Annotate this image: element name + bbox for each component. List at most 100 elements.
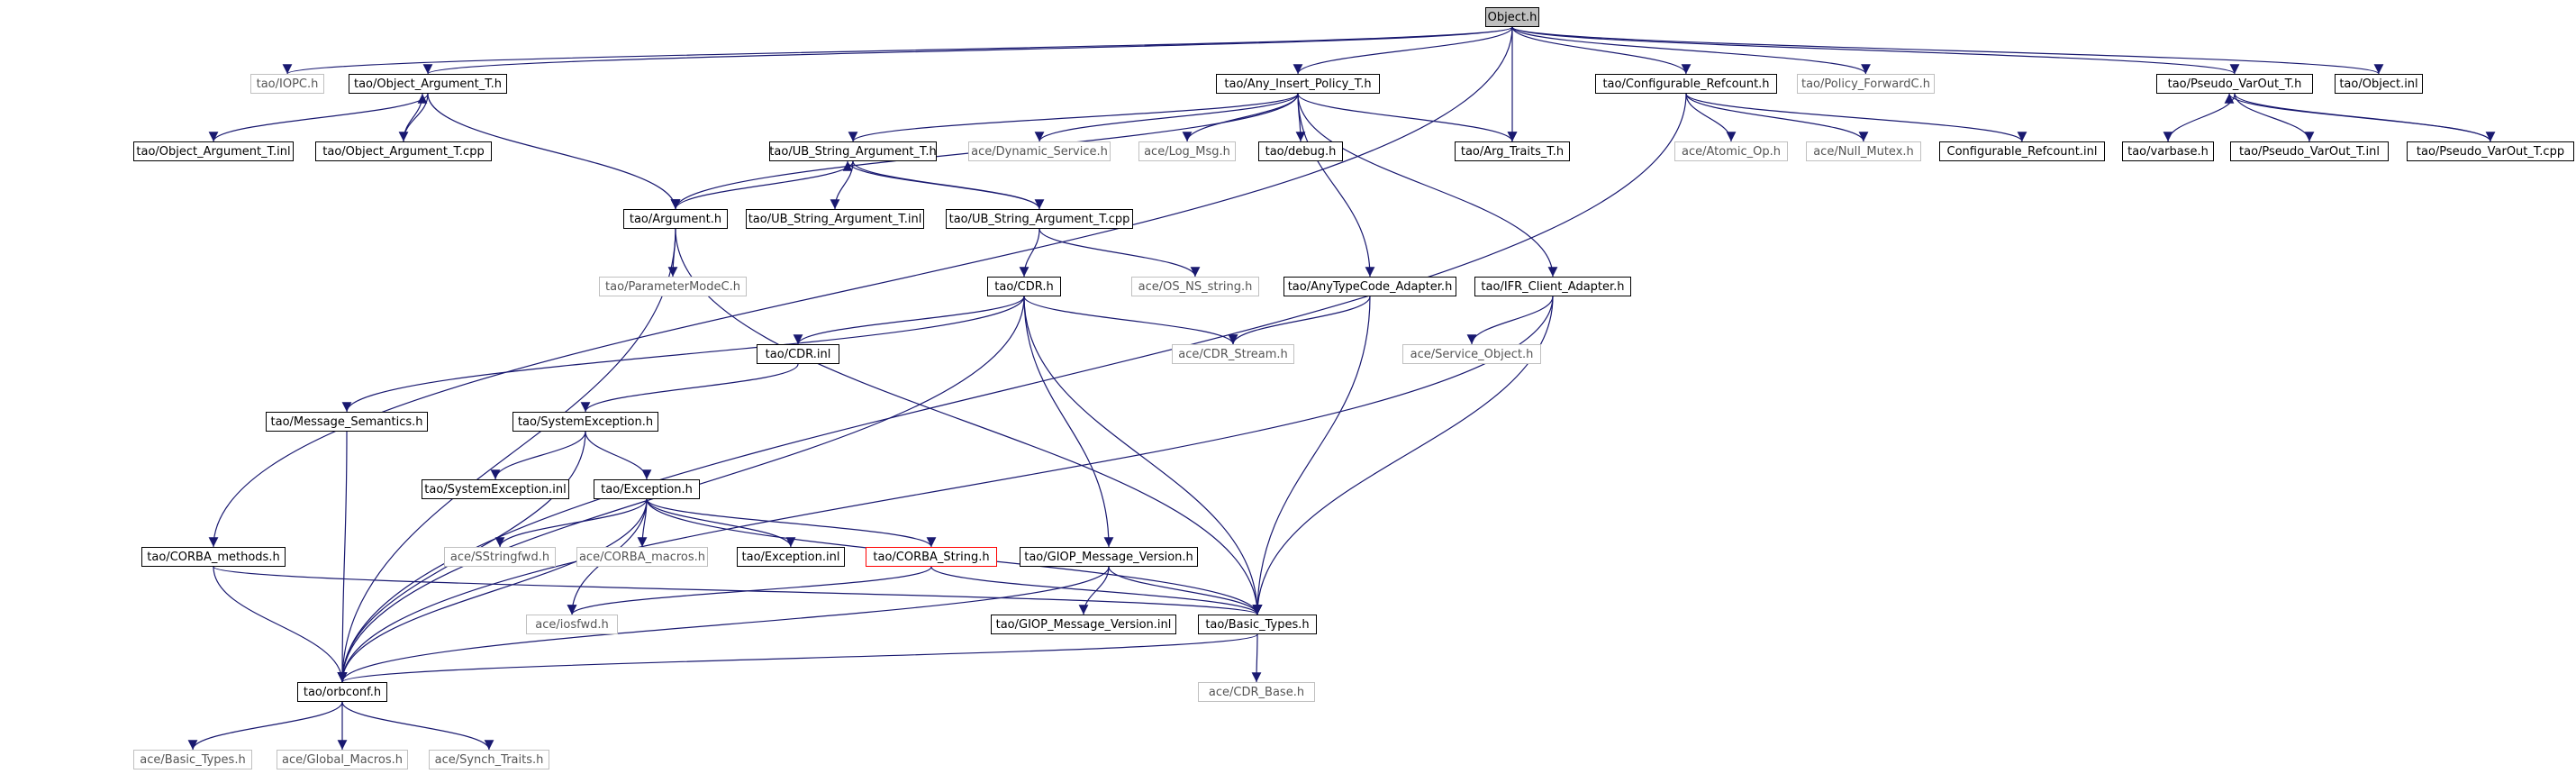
node-orbconf-h[interactable]: tao/orbconf.h — [297, 682, 387, 702]
edge-any_insert_policy_t_h-to-anytypecode_adapter_h — [1297, 93, 1375, 278]
edge-any_insert_policy_t_h-to-ifr_client_adapter_h — [1297, 93, 1558, 278]
edge-configurable_refcount_h-to-null_mutex_h — [1685, 93, 1869, 142]
node-pseudo-varout-t-cpp[interactable]: tao/Pseudo_VarOut_T.cpp — [2407, 141, 2574, 161]
edge-ub_string_argument_t_cpp-to-cdr_h — [1019, 228, 1040, 278]
node-cdr-base-h[interactable]: ace/CDR_Base.h — [1198, 682, 1315, 702]
node-cdr-inl[interactable]: tao/CDR.inl — [757, 344, 839, 364]
edge-ub_string_argument_t_cpp-to-ub_string_argument_t_h — [842, 160, 1040, 210]
edge-anytypecode_adapter_h-to-cdr_stream_h — [1228, 296, 1371, 345]
node-argument-h[interactable]: tao/Argument.h — [623, 209, 728, 229]
node-arg-traits-t-h[interactable]: tao/Arg_Traits_T.h — [1455, 141, 1570, 161]
node-object-argument-t-inl[interactable]: tao/Object_Argument_T.inl — [133, 141, 294, 161]
edge-exception_h-to-sstringfwd_h — [494, 498, 648, 548]
edge-argument_h-to-orbconf_h — [337, 228, 676, 683]
node-parametermodec-h[interactable]: tao/ParameterModeC.h — [599, 277, 747, 296]
node-cdr-stream-h[interactable]: ace/CDR_Stream.h — [1172, 344, 1294, 364]
edge-any_insert_policy_t_h-to-ub_string_argument_t_h — [848, 93, 1299, 142]
node-exception-inl[interactable]: tao/Exception.inl — [737, 547, 845, 567]
node-service-object-h[interactable]: ace/Service_Object.h — [1402, 344, 1541, 364]
edge-exception_h-to-exception_inl — [646, 498, 796, 548]
edge-cdr_h-to-message_semantics_h — [341, 296, 1025, 413]
node-varbase-h[interactable]: tao/varbase.h — [2122, 141, 2214, 161]
node-anytypecode-adapter-h[interactable]: tao/AnyTypeCode_Adapter.h — [1283, 277, 1456, 296]
node-systemexception-h[interactable]: tao/SystemException.h — [512, 412, 658, 432]
node-ub-string-argument-t-cpp[interactable]: tao/UB_String_Argument_T.cpp — [946, 209, 1133, 229]
edge-exception_h-to-orbconf_h — [337, 498, 648, 683]
edge-corba_string_h-to-iosfwd_h — [567, 566, 932, 615]
edge-ub_string_argument_t_cpp-to-os_ns_string_h — [1039, 228, 1201, 278]
edge-systemexception_h-to-systemexception_inl — [490, 431, 586, 480]
edge-object_argument_t_h-to-object_argument_t_cpp — [398, 93, 429, 142]
edge-corba_methods_h-to-orbconf_h — [213, 566, 348, 683]
edge-object_h-to-configurable_refcount_h — [1511, 26, 1692, 75]
edge-configurable_refcount_h-to-orbconf_h — [337, 93, 1687, 683]
node-ub-string-argument-t-inl[interactable]: tao/UB_String_Argument_T.inl — [746, 209, 924, 229]
node-basic-types-h[interactable]: tao/Basic_Types.h — [1198, 615, 1317, 634]
node-synch-traits-h[interactable]: ace/Synch_Traits.h — [429, 750, 549, 769]
node-configurable-refcount-inl[interactable]: Configurable_Refcount.inl — [1939, 141, 2105, 161]
edge-anytypecode_adapter_h-to-basic_types_h — [1252, 296, 1371, 615]
edge-pseudo_varout_t_cpp-to-pseudo_varout_t_h — [2224, 93, 2491, 142]
node-systemexception-inl[interactable]: tao/SystemException.inl — [422, 479, 569, 499]
edge-orbconf_h-to-synch_traits_h — [341, 701, 494, 751]
edge-ifr_client_adapter_h-to-orbconf_h — [337, 296, 1554, 683]
edge-cdr_h-to-cdr_stream_h — [1023, 296, 1238, 345]
node-pseudo-varout-t-inl[interactable]: tao/Pseudo_VarOut_T.inl — [2230, 141, 2389, 161]
node-configurable-refcount-h[interactable]: tao/Configurable_Refcount.h — [1595, 74, 1777, 94]
edge-argument_h-to-basic_types_h — [675, 228, 1263, 615]
edge-object_argument_t_h-to-object_argument_t_inl — [208, 93, 429, 142]
edge-message_semantics_h-to-orbconf_h — [337, 431, 348, 683]
edge-giop_message_version_h-to-orbconf_h — [337, 566, 1110, 683]
node-corba-methods-h[interactable]: tao/CORBA_methods.h — [141, 547, 286, 567]
edge-basic_types_h-to-orbconf_h — [338, 633, 1258, 683]
edge-object_h-to-iopc_h — [283, 26, 1513, 75]
node-iopc-h[interactable]: tao/IOPC.h — [250, 74, 324, 94]
edge-cdr_h-to-basic_types_h — [1023, 296, 1263, 615]
node-corba-string-h[interactable]: tao/CORBA_String.h — [866, 547, 997, 567]
edge-giop_message_version_h-to-giop_message_version_inl — [1078, 566, 1110, 615]
node-object-inl[interactable]: tao/Object.inl — [2335, 74, 2423, 94]
edge-object_h-to-policy_forwardc_h — [1511, 26, 1871, 75]
node-os-ns-string-h[interactable]: ace/OS_NS_string.h — [1131, 277, 1259, 296]
edge-configurable_refcount_h-to-configurable_refcount_inl — [1685, 93, 2027, 142]
edge-giop_message_version_h-to-basic_types_h — [1108, 566, 1263, 615]
node-global-macros-h[interactable]: ace/Global_Macros.h — [277, 750, 408, 769]
edge-configurable_refcount_h-to-atomic_op_h — [1685, 93, 1737, 142]
node-atomic-op-h[interactable]: ace/Atomic_Op.h — [1674, 141, 1788, 161]
node-cdr-h[interactable]: tao/CDR.h — [987, 277, 1061, 296]
edge-corba_methods_h-to-basic_types_h — [213, 566, 1262, 615]
edge-cdr_inl-to-systemexception_h — [580, 363, 799, 413]
node-object-argument-t-h[interactable]: tao/Object_Argument_T.h — [349, 74, 507, 94]
edge-corba_string_h-to-basic_types_h — [930, 566, 1263, 615]
edge-cdr_h-to-giop_message_version_h — [1023, 296, 1114, 548]
edge-ub_string_argument_t_h-to-argument_h — [670, 160, 854, 210]
edge-object_h-to-object_argument_t_h — [423, 26, 1513, 75]
node-null-mutex-h[interactable]: ace/Null_Mutex.h — [1806, 141, 1921, 161]
edge-object_h-to-pseudo_varout_t_h — [1511, 26, 2240, 75]
node-policy-forwardc-h[interactable]: tao/Policy_ForwardC.h — [1797, 74, 1935, 94]
node-corba-macros-h[interactable]: ace/CORBA_macros.h — [576, 547, 708, 567]
edge-object_h-to-any_insert_policy_t_h — [1293, 26, 1513, 75]
node-pseudo-varout-t-h[interactable]: tao/Pseudo_VarOut_T.h — [2156, 74, 2313, 94]
node-debug-h[interactable]: tao/debug.h — [1258, 141, 1343, 161]
edge-any_insert_policy_t_h-to-arg_traits_t_h — [1297, 93, 1518, 142]
node-iosfwd-h[interactable]: ace/iosfwd.h — [526, 615, 618, 634]
node-giop-message-version-inl[interactable]: tao/GIOP_Message_Version.inl — [991, 615, 1176, 634]
node-ace-basic-types-h[interactable]: ace/Basic_Types.h — [133, 750, 252, 769]
node-ifr-client-adapter-h[interactable]: tao/IFR_Client_Adapter.h — [1474, 277, 1631, 296]
node-dynamic-service-h[interactable]: ace/Dynamic_Service.h — [968, 141, 1111, 161]
node-ub-string-argument-t-h[interactable]: tao/UB_String_Argument_T.h — [769, 141, 937, 161]
node-any-insert-policy-t-h[interactable]: tao/Any_Insert_Policy_T.h — [1216, 74, 1380, 94]
node-object-argument-t-cpp[interactable]: tao/Object_Argument_T.cpp — [315, 141, 492, 161]
node-giop-message-version-h[interactable]: tao/GIOP_Message_Version.h — [1020, 547, 1198, 567]
node-message-semantics-h[interactable]: tao/Message_Semantics.h — [266, 412, 428, 432]
edge-ub_string_argument_t_h-to-ub_string_argument_t_inl — [830, 160, 854, 210]
node-object-h[interactable]: Object.h — [1485, 7, 1539, 27]
edge-basic_types_h-to-cdr_base_h — [1251, 633, 1262, 683]
node-sstringfwd-h[interactable]: ace/SStringfwd.h — [444, 547, 556, 567]
edge-object_argument_t_cpp-to-object_argument_t_h — [403, 93, 428, 142]
node-log-msg-h[interactable]: ace/Log_Msg.h — [1138, 141, 1236, 161]
node-exception-h[interactable]: tao/Exception.h — [594, 479, 700, 499]
